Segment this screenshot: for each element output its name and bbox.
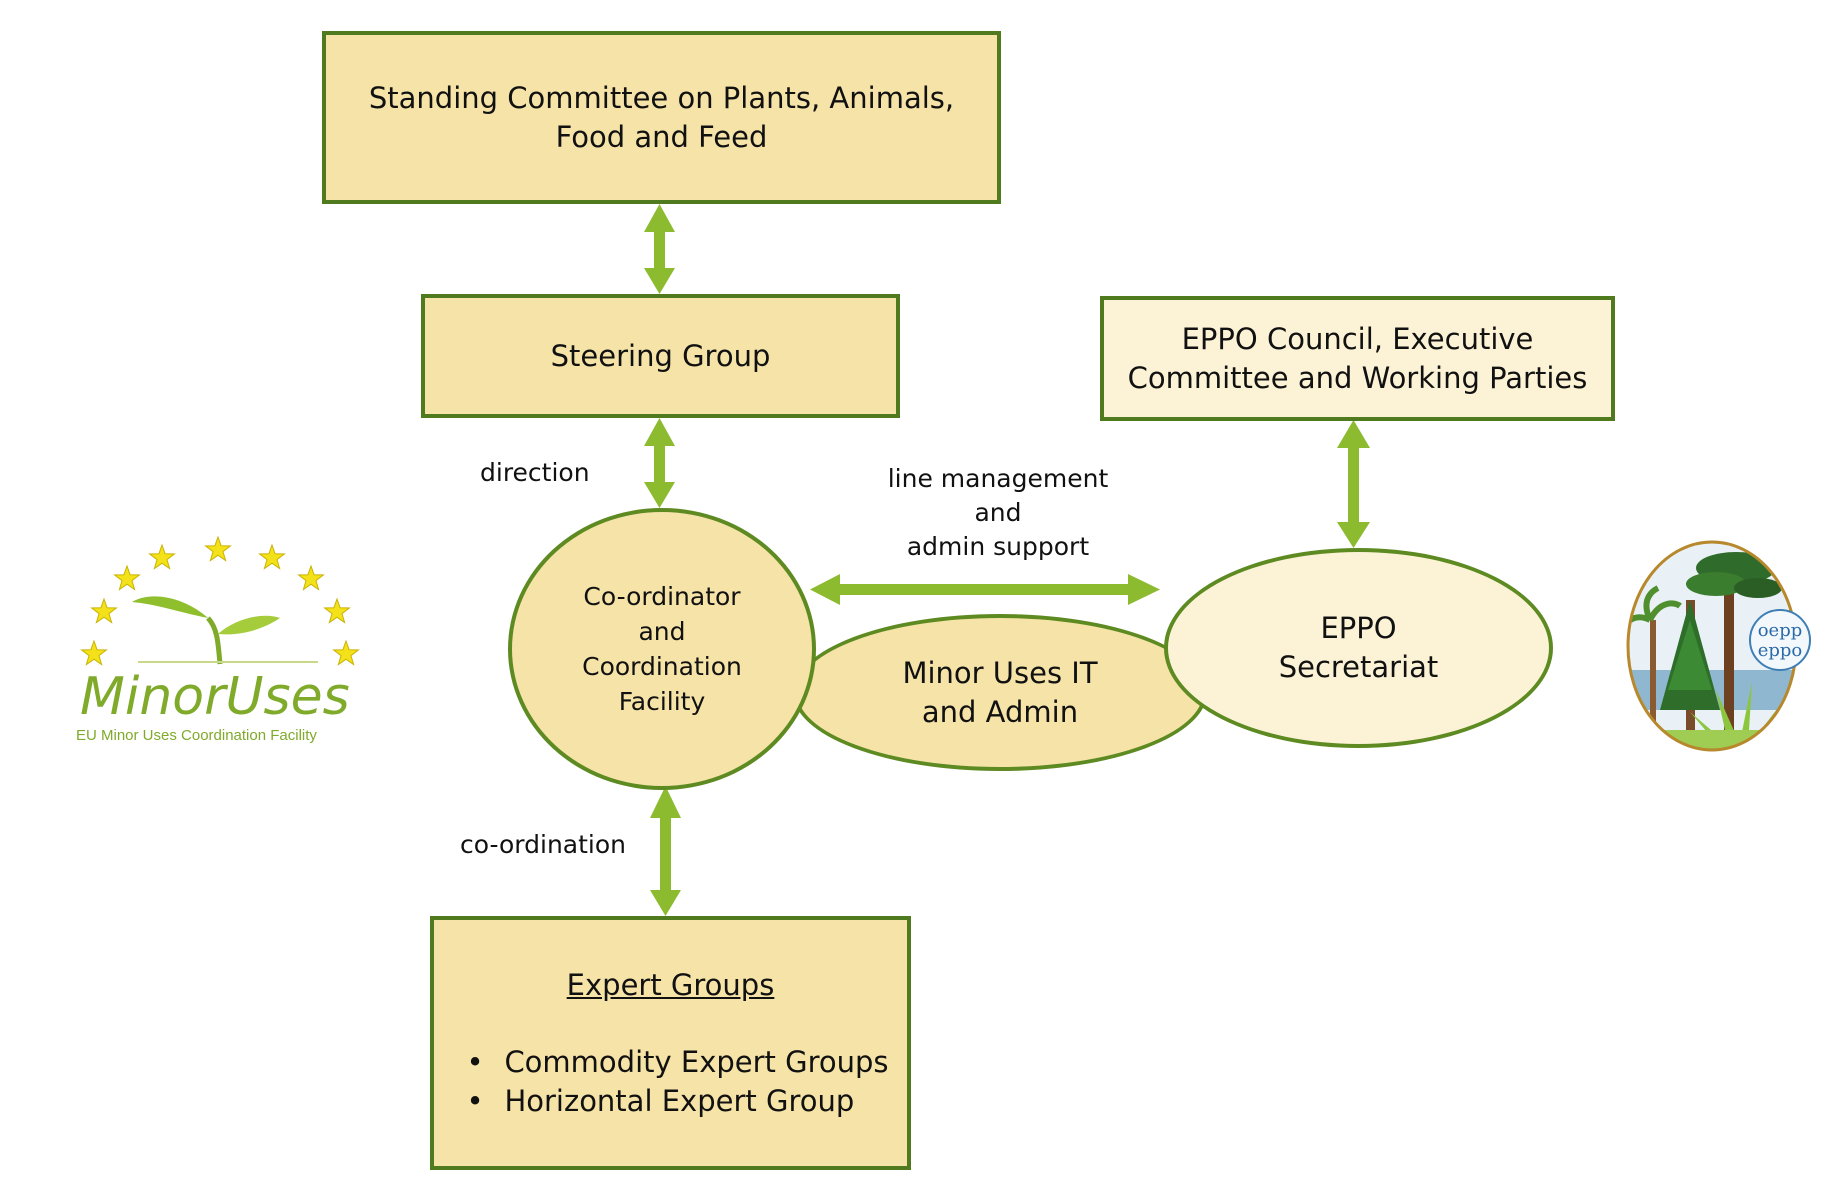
expert-groups-list: Commodity Expert Groups Horizontal Exper… — [460, 1043, 888, 1121]
label-line-management-line-2: and — [974, 498, 1022, 527]
minoruses-emblem: MinorUses EU Minor Uses Coordination Fac… — [76, 536, 359, 744]
minor-uses-it-line-2: and Admin — [921, 694, 1079, 729]
arrow-coordinator-experts — [650, 786, 681, 916]
eppo-emblem: oepp eppo — [1626, 540, 1811, 752]
minoruses-brand-text: MinorUses — [80, 667, 350, 727]
coordinator-circle: Co-ordinator and Coordination Facility — [508, 508, 816, 790]
arrow-council-secretariat — [1337, 420, 1370, 548]
coordinator-line-4: Facility — [618, 687, 706, 716]
standing-committee-line-2: Food and Feed — [555, 119, 768, 154]
label-coordination: co-ordination — [460, 830, 626, 859]
coordinator-line-2: and — [638, 617, 686, 646]
eppo-council-box: EPPO Council, Executive Committee and Wo… — [1100, 296, 1615, 421]
minoruses-tagline: EU Minor Uses Coordination Facility — [76, 727, 317, 744]
standing-committee-line-1: Standing Committee on Plants, Animals, — [368, 80, 955, 115]
expert-groups-title: Expert Groups — [566, 968, 775, 1002]
eppo-logo-line-1: oepp — [1758, 620, 1803, 641]
expert-group-item-commodity: Commodity Expert Groups — [460, 1043, 888, 1082]
label-line-management-line-1: line management — [887, 464, 1109, 493]
label-line-management: line management and admin support — [868, 462, 1128, 564]
coordinator-line-1: Co-ordinator — [583, 582, 741, 611]
eppo-secretariat-ellipse: EPPO Secretariat — [1164, 548, 1553, 748]
expert-group-item-horizontal: Horizontal Expert Group — [460, 1082, 888, 1121]
label-line-management-line-3: admin support — [906, 532, 1090, 561]
standing-committee-box: Standing Committee on Plants, Animals, F… — [322, 31, 1001, 204]
minor-uses-it-line-1: Minor Uses IT — [902, 655, 1098, 690]
eppo-council-line-1: EPPO Council, Executive — [1181, 321, 1534, 356]
eppo-logo-line-2: eppo — [1758, 640, 1803, 661]
expert-groups-box: Expert Groups Commodity Expert Groups Ho… — [430, 916, 911, 1170]
steering-group-box: Steering Group — [421, 294, 900, 418]
arrow-coordinator-secretariat — [810, 574, 1160, 605]
minoruses-logo: MinorUses EU Minor Uses Coordination Fac… — [68, 512, 388, 762]
minor-uses-it-ellipse: Minor Uses IT and Admin — [793, 614, 1207, 771]
eppo-logo: oepp eppo — [1620, 540, 1820, 760]
eppo-secretariat-line-1: EPPO — [1320, 611, 1397, 645]
label-direction: direction — [480, 458, 590, 487]
steering-group-label: Steering Group — [550, 338, 771, 373]
arrow-committee-steering — [644, 204, 675, 294]
eppo-secretariat-line-2: Secretariat — [1278, 650, 1439, 684]
eppo-council-line-2: Committee and Working Parties — [1127, 360, 1588, 395]
arrow-steering-coordinator — [644, 418, 675, 508]
coordinator-line-3: Coordination — [582, 652, 742, 681]
